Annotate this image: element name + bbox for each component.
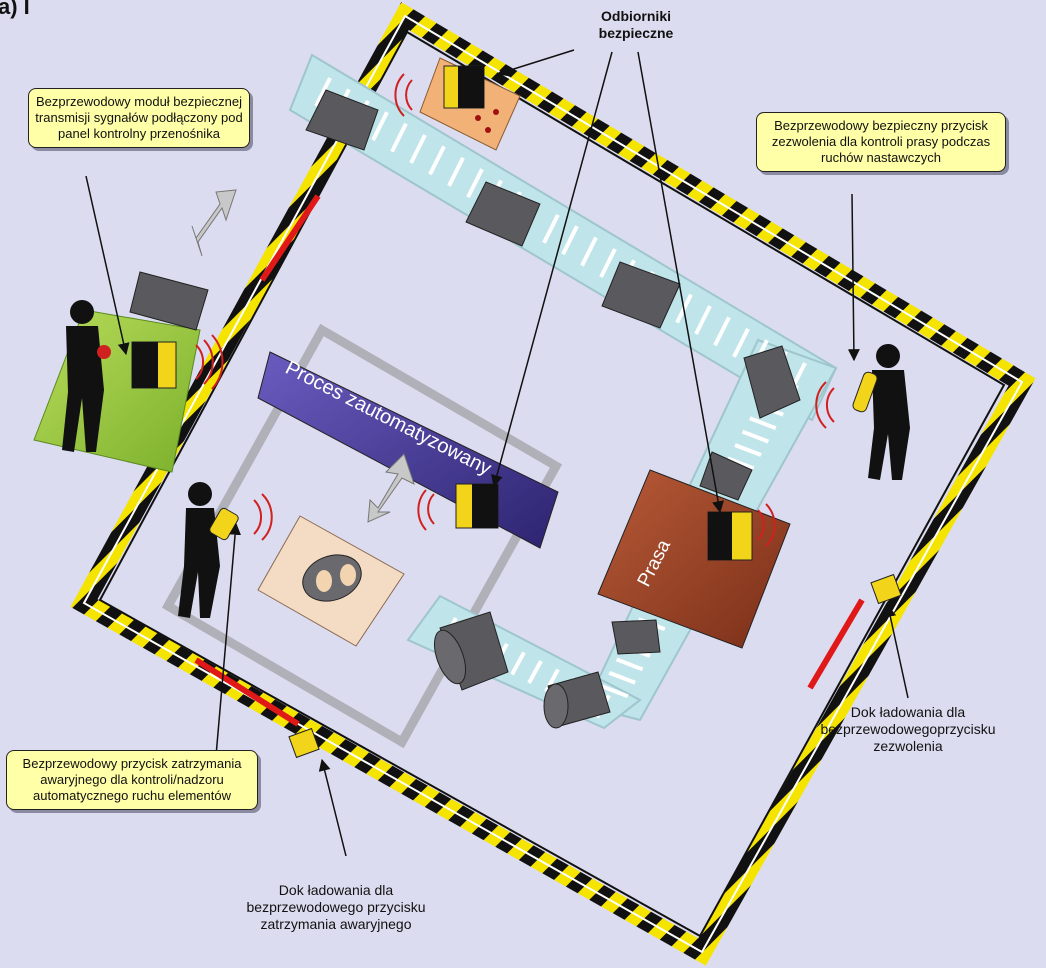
conveyor-slat: [749, 416, 777, 431]
operator-figures: [62, 300, 910, 618]
conveyor-slat: [371, 111, 389, 142]
workpiece-tray: [257, 515, 405, 647]
conveyor-slat: [447, 156, 465, 187]
conveyor-slat: [428, 145, 446, 176]
leader-lines: [85, 49, 909, 857]
conveyor-slat: [726, 456, 755, 471]
safety-modules: [131, 65, 753, 561]
conveyor-slat: [580, 236, 598, 267]
radio-waves: [195, 73, 835, 547]
conveyor-slat: [599, 248, 617, 278]
conveyor-slat: [314, 77, 332, 107]
dock-estop-label: Dok ładowania dla bezprzewodowego przyci…: [246, 882, 426, 932]
conveyor-slat: [542, 213, 560, 244]
estop-button-callout: Bezprzewodowy przycisk zatrzymania awary…: [6, 750, 258, 810]
red-gates: [194, 194, 865, 727]
conveyor-boxes: [305, 89, 801, 501]
conveyor-slat: [561, 225, 579, 256]
conveyor-slat: [608, 670, 636, 685]
conveyor-slat: [741, 429, 770, 444]
dock-enable-label: Dok ładowania dla bezprzewodowegoprzycis…: [820, 704, 996, 754]
wireless-module-callout: Bezprzewodowy moduł bezpiecznej transmis…: [28, 88, 250, 148]
conveyor-slat: [601, 684, 629, 699]
conveyor-slat: [734, 443, 762, 457]
safety-fence: [70, 2, 1036, 966]
figure-label: a) I: [0, 0, 30, 19]
conveyor-slat: [390, 122, 408, 153]
conveyor-slat: [615, 657, 644, 672]
safe-receivers-label: Odbiorniki bezpieczne: [598, 8, 674, 41]
conveyor-slat: [409, 134, 427, 164]
conveyor-slat: [713, 316, 731, 347]
conveyor-slat: [544, 668, 560, 693]
motion-arrows: [191, 189, 415, 523]
enable-button-callout: Bezprzewodowy bezpieczny przycisk zezwol…: [756, 112, 1006, 172]
conveyor-slat: [527, 660, 543, 684]
cylinders: [433, 611, 661, 729]
conveyor-slat: [694, 305, 712, 335]
conveyor-slat: [732, 327, 750, 358]
docks: [288, 573, 902, 759]
conveyor-slat: [466, 168, 484, 199]
conveyor-slat: [510, 651, 526, 676]
